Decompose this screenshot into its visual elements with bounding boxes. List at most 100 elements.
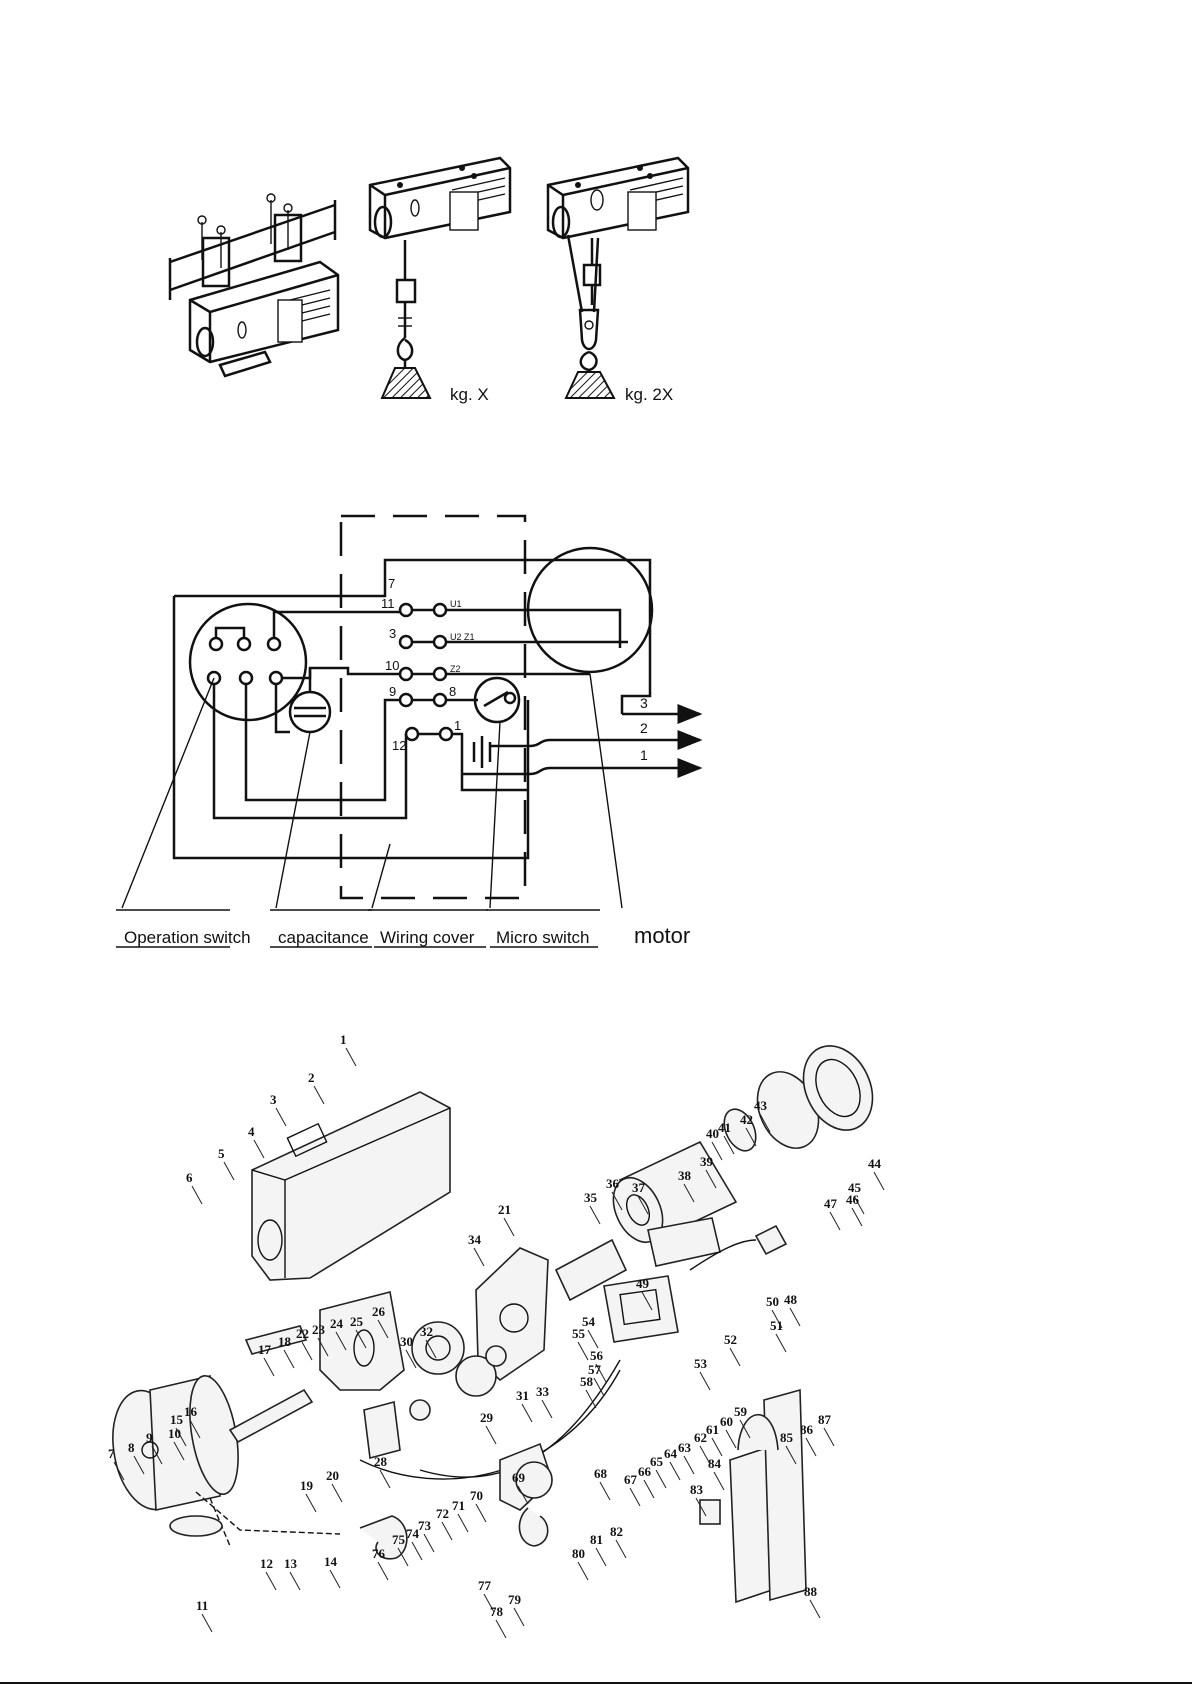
- part-leader-55: [577, 1341, 589, 1361]
- part-leader-45: [853, 1195, 865, 1215]
- part-leader-36: [611, 1191, 623, 1211]
- part-leader-58: [585, 1389, 597, 1409]
- part-leader-40: [711, 1141, 723, 1161]
- part-leader-82: [615, 1539, 627, 1559]
- part-number-68: 68: [594, 1466, 608, 1481]
- label-leaders: [116, 673, 623, 911]
- part-leader-14: [329, 1569, 341, 1589]
- part-number-57: 57: [588, 1362, 602, 1377]
- part-number-24: 24: [330, 1316, 344, 1331]
- part-number-20: 20: [326, 1468, 339, 1483]
- part-leader-42: [745, 1127, 757, 1147]
- part-number-30: 30: [400, 1334, 413, 1349]
- part-leader-88: [809, 1599, 821, 1619]
- part-leader-11: [201, 1613, 213, 1633]
- operation-switch: [188, 602, 308, 722]
- part-number-79: 79: [508, 1592, 522, 1607]
- part-number-70: 70: [470, 1488, 483, 1503]
- part-leader-77: [483, 1593, 495, 1613]
- part-number-21: 21: [498, 1202, 511, 1217]
- part-number-59: 59: [734, 1404, 748, 1419]
- part-leader-75: [397, 1547, 409, 1567]
- part-number-11: 11: [196, 1598, 208, 1613]
- output-2: 2: [640, 720, 648, 736]
- part-number-83: 83: [690, 1482, 704, 1497]
- part-number-38: 38: [678, 1168, 692, 1183]
- part-number-43: 43: [754, 1098, 768, 1113]
- part-leader-57: [593, 1377, 605, 1397]
- output-1: 1: [640, 747, 648, 763]
- wire-terminal-7: [174, 558, 652, 714]
- part-leader-13: [289, 1571, 301, 1591]
- part-leader-16: [189, 1419, 201, 1439]
- part-leader-50: [771, 1309, 783, 1329]
- part-leader-31: [521, 1403, 533, 1423]
- chain: [195, 1491, 341, 1535]
- part-leader-67: [629, 1487, 641, 1507]
- part-number-66: 66: [638, 1464, 652, 1479]
- part-leader-10: [173, 1441, 185, 1461]
- part-leader-79: [513, 1607, 525, 1627]
- part-number-46: 46: [846, 1192, 860, 1207]
- part-leader-64: [669, 1461, 681, 1481]
- part-leader-22: [301, 1341, 313, 1361]
- part-number-8: 8: [128, 1440, 135, 1455]
- double-load-label: kg. 2X: [625, 385, 673, 404]
- part-number-1: 1: [340, 1032, 347, 1047]
- part-number-62: 62: [694, 1430, 707, 1445]
- gear-30: [411, 1321, 465, 1375]
- part-leader-41: [723, 1135, 735, 1155]
- part-leader-76: [377, 1561, 389, 1581]
- part-number-77: 77: [478, 1578, 492, 1593]
- part-leader-5: [223, 1161, 235, 1181]
- wiring-labels: Operation switch capacitance Wiring cove…: [124, 923, 690, 948]
- part-leader-20: [331, 1483, 343, 1503]
- part-number-88: 88: [804, 1584, 818, 1599]
- part-number-12: 12: [260, 1556, 273, 1571]
- part-leader-44: [873, 1171, 885, 1191]
- single-load-label: kg. X: [450, 385, 489, 404]
- part-number-61: 61: [706, 1422, 719, 1437]
- part-number-51: 51: [770, 1318, 783, 1333]
- part-number-81: 81: [590, 1532, 603, 1547]
- part-number-17: 17: [258, 1342, 272, 1357]
- part-number-13: 13: [284, 1556, 298, 1571]
- pulley-block: [499, 1442, 553, 1547]
- part-leader-32: [425, 1339, 437, 1359]
- part-leader-26: [377, 1319, 389, 1339]
- part-leader-3: [275, 1107, 287, 1127]
- terminal-3: 3: [389, 626, 396, 641]
- part-number-41: 41: [718, 1120, 731, 1135]
- part-leader-39: [705, 1169, 717, 1189]
- part-number-34: 34: [468, 1232, 482, 1247]
- part-number-47: 47: [824, 1196, 838, 1211]
- part-number-7: 7: [108, 1446, 115, 1461]
- side-bracket-assembly: [699, 1388, 807, 1604]
- gear-31: [455, 1355, 497, 1397]
- part-number-85: 85: [780, 1430, 794, 1445]
- limit-switch-assembly: [363, 1400, 401, 1460]
- part-number-52: 52: [724, 1332, 737, 1347]
- part-number-32: 32: [420, 1324, 433, 1339]
- part-number-84: 84: [708, 1456, 722, 1471]
- part-number-18: 18: [278, 1334, 292, 1349]
- part-leader-83: [695, 1497, 707, 1517]
- part-number-58: 58: [580, 1374, 594, 1389]
- part-leader-12: [265, 1571, 277, 1591]
- motor-terminal-z2: Z2: [450, 664, 461, 674]
- part-leader-1: [345, 1047, 357, 1067]
- part-leader-37: [637, 1195, 649, 1215]
- part-number-86: 86: [800, 1422, 814, 1437]
- part-number-49: 49: [636, 1276, 650, 1291]
- label-wiring-cover: Wiring cover: [380, 928, 475, 947]
- part-leader-17: [263, 1357, 275, 1377]
- part-leader-15: [175, 1427, 187, 1447]
- part-leader-46: [851, 1207, 863, 1227]
- wiring-cover-outline: [339, 514, 527, 900]
- part-number-72: 72: [436, 1506, 449, 1521]
- part-number-25: 25: [350, 1314, 364, 1329]
- part-number-54: 54: [582, 1314, 596, 1329]
- wiring-diagram: 7 11 3 10 9 8 12 1 U1 U2 Z1 Z2 3 2 1 Ope…: [0, 500, 1192, 970]
- part-number-29: 29: [480, 1410, 494, 1425]
- part-number-23: 23: [312, 1322, 326, 1337]
